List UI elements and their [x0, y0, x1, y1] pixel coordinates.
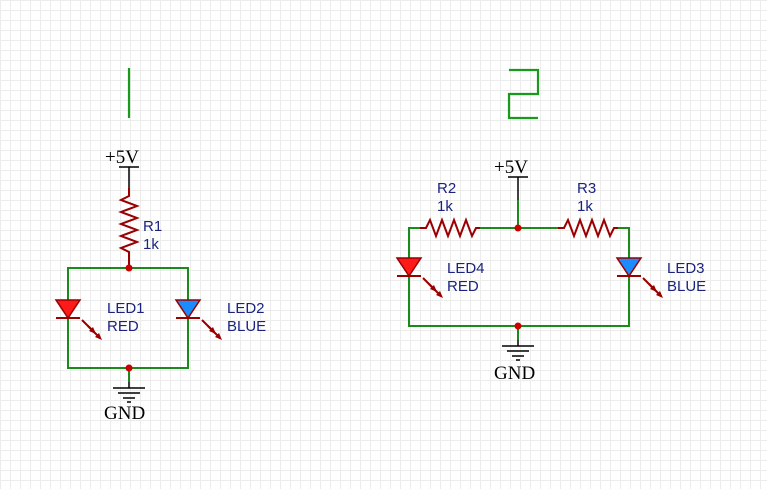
led-color-name: RED: [447, 278, 479, 295]
resistor-value: 1k: [577, 198, 593, 215]
led-led2[interactable]: LED2 BLUE: [174, 299, 266, 340]
led-ref: LED2: [227, 300, 265, 317]
circuit-2-number-glyph: [507, 68, 540, 120]
junction-node: [125, 264, 133, 272]
ground-symbol[interactable]: GND: [104, 382, 145, 424]
led-triangle: [174, 299, 202, 320]
led-ref: LED1: [107, 300, 145, 317]
resistor-ref: R1: [143, 218, 162, 235]
led-led4[interactable]: LED4 RED: [395, 257, 485, 298]
ground-symbol[interactable]: GND: [494, 340, 535, 384]
supply-label: +5V: [105, 147, 139, 168]
resistor-ref: R2: [437, 180, 456, 197]
ground-label: GND: [104, 403, 145, 424]
led-triangle: [54, 299, 82, 320]
led-triangle: [615, 257, 643, 278]
led-ref: LED4: [447, 260, 485, 277]
resistor-r1[interactable]: R1 1k: [118, 188, 162, 268]
circuit-2: +5V R2 1k R3 1k: [395, 68, 706, 384]
led-color-name: BLUE: [667, 278, 706, 295]
power-symbol-5v[interactable]: +5V: [494, 157, 528, 200]
supply-label: +5V: [494, 157, 528, 178]
resistor-value: 1k: [437, 198, 453, 215]
led-color-name: RED: [107, 318, 139, 335]
led-triangle: [395, 257, 423, 278]
led-color-name: BLUE: [227, 318, 266, 335]
junction-node: [514, 322, 522, 330]
power-symbol-5v[interactable]: +5V: [105, 147, 139, 188]
led-ref: LED3: [667, 260, 705, 277]
led-led3[interactable]: LED3 BLUE: [615, 257, 706, 298]
resistor-value: 1k: [143, 236, 159, 253]
led-led1[interactable]: LED1 RED: [54, 299, 145, 340]
resistor-r3[interactable]: R3 1k: [558, 180, 618, 239]
resistor-ref: R3: [577, 180, 596, 197]
ground-label: GND: [494, 363, 535, 384]
junction-node: [514, 224, 522, 232]
circuit-1: +5V R1 1k LED1 RED: [54, 68, 266, 424]
resistor-r2[interactable]: R2 1k: [420, 180, 480, 239]
junction-node: [125, 364, 133, 372]
